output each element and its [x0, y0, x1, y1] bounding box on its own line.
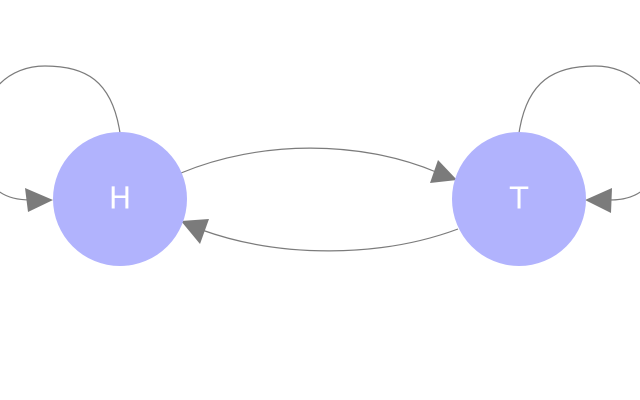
edge-t-self-loop-line — [518, 65, 640, 201]
edge-t-to-h — [181, 219, 459, 252]
edge-t-self-loop-arrowhead — [585, 188, 612, 213]
node-t: T — [452, 132, 586, 266]
node-h-circle — [53, 132, 187, 266]
edge-h-self-loop — [0, 65, 121, 212]
node-h: H — [53, 132, 187, 266]
edge-t-self-loop — [518, 65, 640, 213]
edge-t-to-h-arrowhead — [181, 219, 209, 244]
node-t-circle — [452, 132, 586, 266]
edge-t-to-h-line — [201, 228, 459, 252]
edge-h-self-loop-line — [0, 65, 121, 201]
node-t-label: T — [509, 182, 529, 217]
edge-h-to-t-arrowhead — [430, 160, 457, 183]
edge-h-to-t — [180, 147, 457, 183]
node-h-label: H — [109, 182, 132, 217]
edge-h-self-loop-arrowhead — [25, 188, 53, 212]
edge-h-to-t-line — [180, 147, 437, 174]
